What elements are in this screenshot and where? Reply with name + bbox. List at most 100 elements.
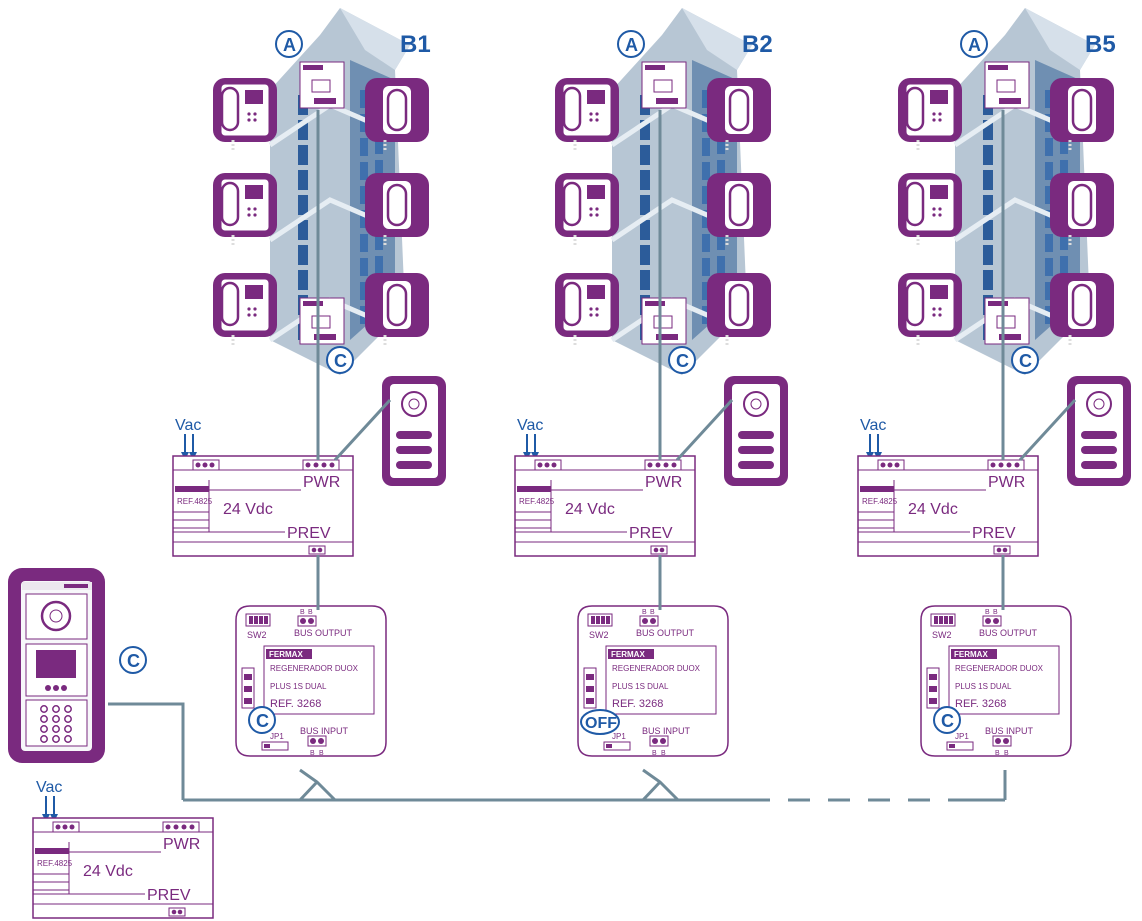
window <box>983 270 993 290</box>
key <box>595 307 599 311</box>
pwr-terminal <box>302 459 340 471</box>
connector-pin <box>244 686 252 692</box>
telephone-handset[interactable] <box>707 173 771 247</box>
key <box>589 118 593 122</box>
window <box>1045 234 1053 252</box>
terminal-dot <box>1003 738 1009 744</box>
psu-body <box>514 455 696 557</box>
psu-pwr: PWR <box>303 474 340 491</box>
video-monitor[interactable] <box>898 173 962 247</box>
badge-a: A <box>617 30 645 58</box>
keypad-key <box>64 705 72 713</box>
terminal-dot <box>329 462 335 468</box>
key <box>938 118 942 122</box>
telephone-handset[interactable] <box>1050 173 1114 247</box>
video-monitor[interactable] <box>213 173 277 247</box>
telephone-handset[interactable] <box>365 173 429 247</box>
psu-pwr: PWR <box>988 474 1025 491</box>
window <box>360 138 368 156</box>
window <box>1045 258 1053 276</box>
terminal-dot <box>660 738 666 744</box>
sw2-label: SW2 <box>589 630 609 640</box>
window <box>640 220 650 240</box>
video-monitor[interactable] <box>213 273 277 347</box>
badge-circle <box>248 706 276 734</box>
key <box>938 207 942 211</box>
window <box>702 138 710 156</box>
terminal-dot <box>544 462 550 468</box>
jumper-pin <box>949 744 955 748</box>
keypad-key <box>64 715 72 723</box>
terminal-dot <box>663 462 669 468</box>
terminal-dot <box>653 547 659 553</box>
window <box>717 160 725 178</box>
call-button <box>396 431 432 439</box>
window <box>298 220 308 240</box>
tap-wire <box>298 780 319 802</box>
bus-input-terminal <box>992 735 1012 747</box>
b-label: B <box>985 609 990 616</box>
distribution-panel <box>641 61 687 109</box>
psu-body <box>857 455 1039 557</box>
key <box>589 307 593 311</box>
terminal-dot <box>551 462 557 468</box>
window <box>1045 162 1053 180</box>
door-panel[interactable] <box>382 376 446 486</box>
window <box>640 245 650 265</box>
terminal-dot <box>659 547 665 553</box>
badge-text: C <box>127 651 140 671</box>
main-entrance-panel[interactable] <box>8 568 105 763</box>
video-monitor[interactable] <box>555 173 619 247</box>
key <box>247 112 251 116</box>
regen-fermax-text: FERMAX <box>269 650 303 659</box>
video-monitor[interactable] <box>555 273 619 347</box>
video-monitor[interactable] <box>213 78 277 152</box>
regen-fermax-logo <box>608 649 654 659</box>
handset-icon <box>562 86 582 132</box>
jp1-label: JP1 <box>270 732 284 741</box>
window <box>360 114 368 132</box>
sw2-label: SW2 <box>932 630 952 640</box>
terminal-dot <box>171 909 177 915</box>
handset-icon <box>1071 183 1093 227</box>
telephone-handset[interactable] <box>1050 78 1114 152</box>
door-panel[interactable] <box>724 376 788 486</box>
badge-c: C <box>933 706 961 734</box>
telephone-handset[interactable] <box>707 273 771 347</box>
key <box>589 213 593 217</box>
b-label: B <box>310 750 315 757</box>
telephone-handset[interactable] <box>707 78 771 152</box>
terminal-dot <box>998 462 1004 468</box>
psu-ref: REF.4825 <box>862 497 898 506</box>
vac-input: Vac <box>860 417 886 460</box>
dip-switch <box>601 616 605 624</box>
psu-prev: PREV <box>287 525 331 542</box>
video-monitor[interactable] <box>898 78 962 152</box>
regen-fermax-logo <box>266 649 312 659</box>
dip-switch <box>591 616 595 624</box>
telephone-handset[interactable] <box>365 273 429 347</box>
window <box>640 170 650 190</box>
window <box>375 232 383 250</box>
bus-output-terminal <box>982 615 1002 627</box>
camera-lens <box>750 398 762 410</box>
camera-lens <box>1093 398 1105 410</box>
door-panel[interactable] <box>1067 376 1131 486</box>
terminal-dot <box>165 824 171 830</box>
video-monitor[interactable] <box>555 78 619 152</box>
distribution-panel <box>641 297 687 345</box>
video-monitor[interactable] <box>898 273 962 347</box>
bus-output-terminal <box>639 615 659 627</box>
badge-text: A <box>625 35 638 55</box>
window <box>1045 138 1053 156</box>
badge-c: C <box>1011 346 1039 374</box>
telephone-handset[interactable] <box>365 78 429 152</box>
terminal-dot <box>321 462 327 468</box>
dip-switch <box>606 616 610 624</box>
telephone-handset[interactable] <box>1050 273 1114 347</box>
window <box>1045 90 1053 108</box>
badge-text: A <box>968 35 981 55</box>
screen <box>245 185 263 199</box>
